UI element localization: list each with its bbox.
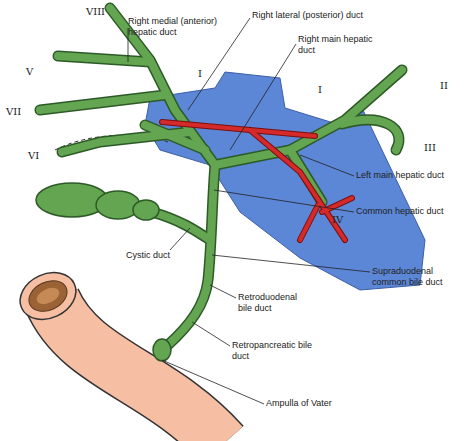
segment-number: VII <box>6 106 36 117</box>
part-label: Cystic duct <box>126 250 206 261</box>
gallbladder <box>36 183 159 220</box>
segment-number: II <box>440 80 465 91</box>
segment-number: IV <box>332 214 357 225</box>
part-label: Right medial (anterior) hepatic duct <box>128 16 240 38</box>
segment-number: I <box>198 68 210 79</box>
part-label: Retroduodenal bile duct <box>238 292 304 314</box>
segment-number: VI <box>28 150 53 161</box>
part-label: Supraduodenal common bile duct <box>372 266 456 288</box>
part-label: Right main hepatic duct <box>298 34 386 56</box>
ampulla <box>153 339 171 361</box>
segment-number: V <box>26 66 46 77</box>
portal-vein <box>145 72 425 290</box>
bile-ducts <box>40 8 402 345</box>
segment-number: I <box>318 84 330 95</box>
part-label: Right lateral (posterior) duct <box>252 10 412 21</box>
segment-number: III <box>424 142 454 153</box>
part-label: Retropancreatic bile duct <box>232 340 326 362</box>
segment-number: VIII <box>86 6 116 17</box>
leader-lines <box>128 18 370 404</box>
part-label: Common hepatic duct <box>356 206 474 217</box>
part-label: Ampulla of Vater <box>266 398 386 409</box>
hepatic-artery <box>162 122 352 240</box>
duodenum <box>12 264 222 441</box>
part-label: Left main hepatic duct <box>356 170 474 181</box>
